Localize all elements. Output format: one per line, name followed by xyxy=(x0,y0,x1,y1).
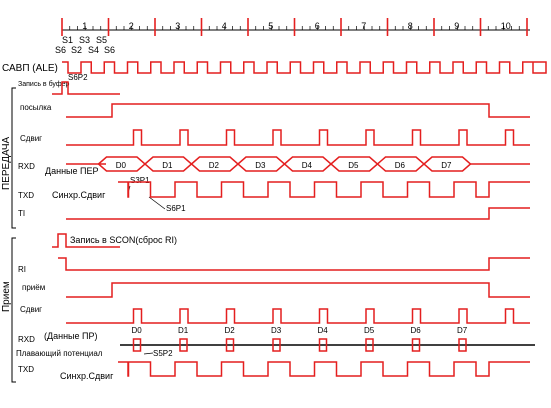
note-sync-shift-rx: Синхр.Сдвиг xyxy=(60,371,114,381)
waveform-txd-tx xyxy=(118,181,530,198)
period-number: 1 xyxy=(82,21,87,31)
rx-bit-label: D6 xyxy=(411,326,422,335)
label-write-buffer: Запись в буфер xyxy=(18,80,70,88)
label-send: посылка xyxy=(20,103,52,112)
waveform-ti xyxy=(66,207,530,220)
note-s6p1: S6P1 xyxy=(166,204,186,213)
rx-bit-label: D1 xyxy=(178,326,189,335)
label-rxd-tx: RXD xyxy=(18,162,35,171)
rx-bit-label: D4 xyxy=(318,326,329,335)
rx-bit-label: D5 xyxy=(364,326,375,335)
note-s6p2: S6P2 xyxy=(68,73,88,82)
tx-bit-label: D2 xyxy=(209,161,220,170)
note-s3p1: S3P1 xyxy=(130,176,150,185)
label-ale: САВП (ALE) xyxy=(2,63,58,74)
annotations: S6P2 Данные ПЕР Синхр.Сдвиг S3P1 S6P1 За… xyxy=(16,73,186,381)
label-txd-tx: TXD xyxy=(18,191,34,200)
waveform-receive xyxy=(66,282,530,298)
note-sync-shift: Синхр.Сдвиг xyxy=(52,190,106,200)
tx-bit-label: D1 xyxy=(162,161,173,170)
period-numbers: 1 2 3 4 5 6 7 8 9 10 xyxy=(82,21,511,31)
rxd-rx-sample xyxy=(225,338,235,352)
note-data-in: (Данные ПР) xyxy=(44,331,97,341)
transmit-bracket xyxy=(11,87,16,229)
period-number: 9 xyxy=(454,21,459,31)
waveform-shift-tx xyxy=(66,129,530,146)
timeline-ruler: 1 2 3 4 5 6 7 8 9 10 xyxy=(61,18,530,36)
waveform-ale xyxy=(62,61,547,74)
period-number: 8 xyxy=(408,21,413,31)
period-number: 4 xyxy=(222,21,227,31)
period-number: 7 xyxy=(361,21,366,31)
rxd-rx-sample xyxy=(318,338,328,352)
label-ti: TI xyxy=(18,209,25,218)
rx-bit-label: D2 xyxy=(225,326,236,335)
waveform-send xyxy=(66,103,530,118)
period-number: 10 xyxy=(501,21,511,31)
label-ri: RI xyxy=(18,265,26,274)
receive-bracket xyxy=(11,237,16,383)
note-floating: Плавающий потенциал xyxy=(16,349,103,358)
label-shift-tx: Сдвиг xyxy=(20,134,42,143)
state-label-s6b: S6 xyxy=(104,45,115,55)
state-label-s6a: S6 xyxy=(55,45,66,55)
tx-bit-label: D0 xyxy=(116,161,127,170)
waveform-txd-rx xyxy=(118,361,530,377)
pointer-s6p1 xyxy=(148,196,166,210)
period-number: 5 xyxy=(268,21,273,31)
label-rxd-rx: RXD xyxy=(18,335,35,344)
tx-bit-label: D5 xyxy=(348,161,359,170)
tx-bit-label: D3 xyxy=(255,161,266,170)
rxd-rx-sample xyxy=(132,338,142,352)
rxd-rx-sample xyxy=(411,338,421,352)
rxd-rx-sample xyxy=(272,338,281,352)
tx-bit-label: D7 xyxy=(441,161,452,170)
transmit-section-label: ПЕРЕДАЧА xyxy=(1,136,12,190)
rxd-rx-sample xyxy=(458,338,467,352)
section-brackets xyxy=(11,87,16,383)
state-label-s2: S2 xyxy=(71,45,82,55)
state-label-s4: S4 xyxy=(88,45,99,55)
waveforms xyxy=(52,61,547,377)
state-labels: S1 S3 S5 S6 S2 S4 S6 xyxy=(55,35,115,55)
rxd-rx-sample xyxy=(179,338,188,352)
waveform-write-scon xyxy=(52,233,120,248)
note-write-scon: Запись в SCON(сброс RI) xyxy=(70,235,177,245)
waveform-write-buffer xyxy=(52,81,120,95)
note-data-out: Данные ПЕР xyxy=(45,166,99,176)
signal-labels: САВП (ALE) Запись в буфер посылка Сдвиг … xyxy=(2,63,70,374)
rx-bit-label: D0 xyxy=(132,326,143,335)
label-receive: приём xyxy=(22,283,45,292)
waveform-ri xyxy=(58,257,530,271)
state-label-s3: S3 xyxy=(79,35,90,45)
tx-bit-label: D6 xyxy=(395,161,406,170)
receive-section-label: Прием xyxy=(1,281,12,312)
state-label-s5: S5 xyxy=(96,35,107,45)
tx-bit-label: D4 xyxy=(302,161,313,170)
state-label-s1: S1 xyxy=(62,35,73,45)
label-txd-rx: TXD xyxy=(18,365,34,374)
rxd-rx-sample xyxy=(365,338,374,352)
pointer-s5p2 xyxy=(143,352,154,355)
period-number: 2 xyxy=(129,21,134,31)
waveform-shift-rx xyxy=(66,308,530,324)
label-shift-rx: Сдвиг xyxy=(20,305,42,314)
note-s5p2: S5P2 xyxy=(153,349,173,358)
period-number: 6 xyxy=(315,21,320,31)
rx-bit-label: D3 xyxy=(271,326,282,335)
period-marks xyxy=(61,18,528,36)
period-number: 3 xyxy=(175,21,180,31)
rx-bit-label: D7 xyxy=(457,326,468,335)
